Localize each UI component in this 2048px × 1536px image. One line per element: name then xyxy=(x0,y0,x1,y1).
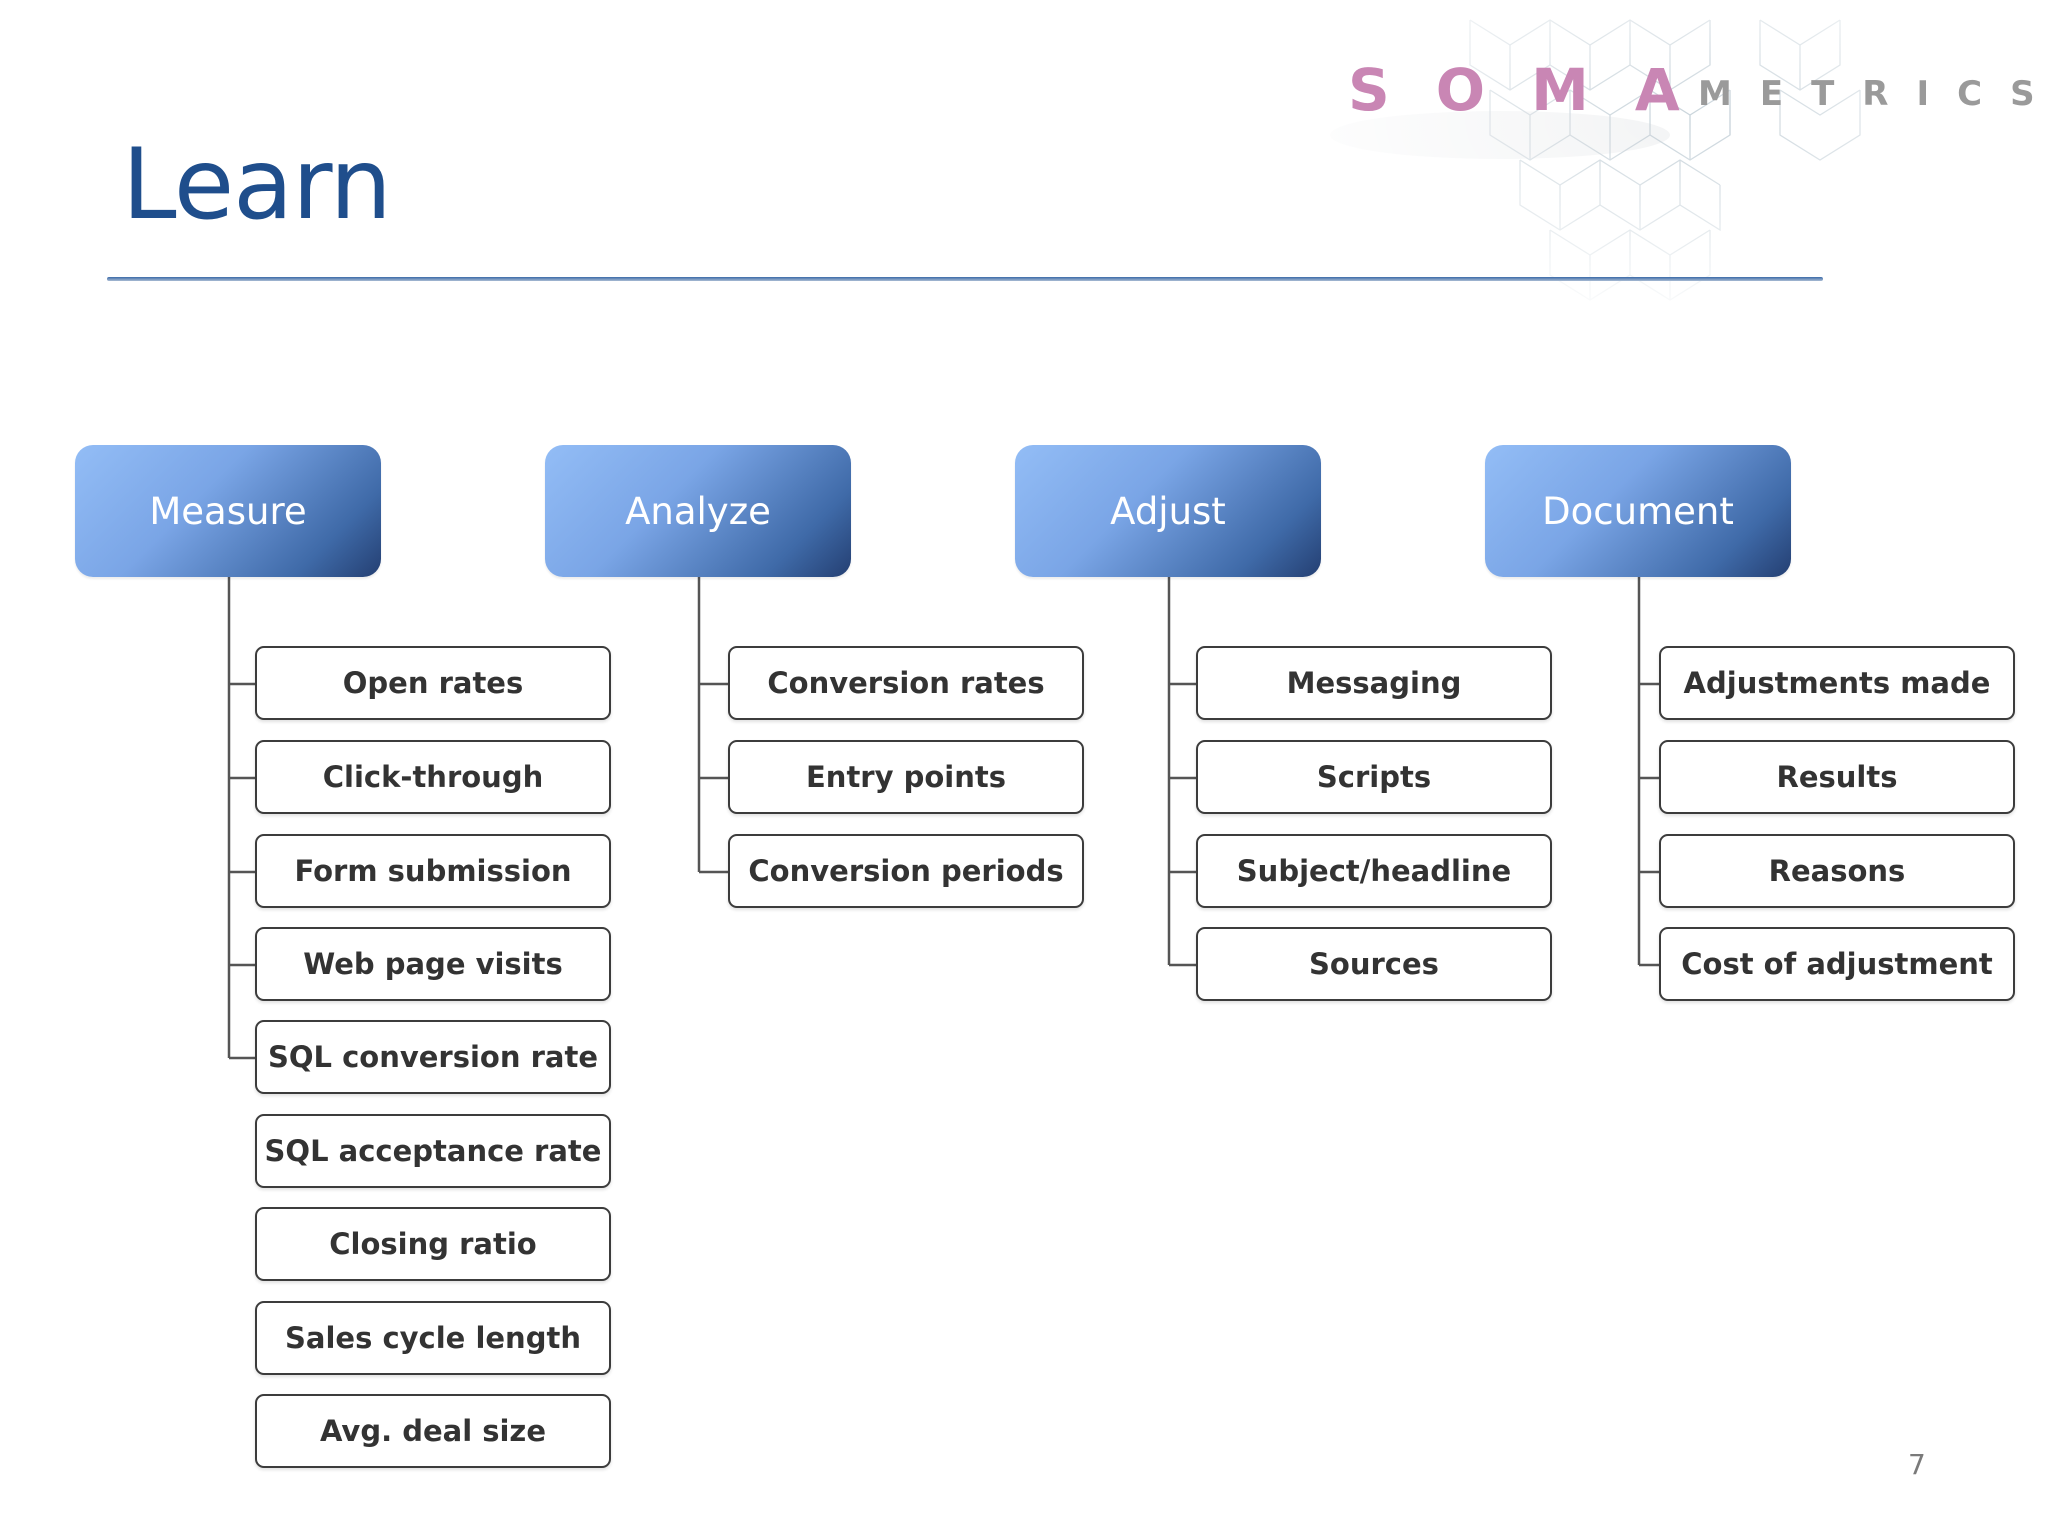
measure-item: Click-through xyxy=(255,740,611,814)
measure-item: Sales cycle length xyxy=(255,1301,611,1375)
measure-item: Form submission xyxy=(255,834,611,908)
document-item: Cost of adjustment xyxy=(1659,927,2015,1001)
analyze-item: Conversion rates xyxy=(728,646,1084,720)
category-header-measure: Measure xyxy=(75,445,381,577)
measure-item: Avg. deal size xyxy=(255,1394,611,1468)
analyze-item: Entry points xyxy=(728,740,1084,814)
connector-document xyxy=(1637,577,1660,967)
measure-item: SQL acceptance rate xyxy=(255,1114,611,1188)
measure-item: Closing ratio xyxy=(255,1207,611,1281)
measure-item: Open rates xyxy=(255,646,611,720)
document-item: Adjustments made xyxy=(1659,646,2015,720)
document-item: Reasons xyxy=(1659,834,2015,908)
logo-letter: S xyxy=(2010,74,2035,114)
adjust-item: Sources xyxy=(1196,927,1552,1001)
logo-letter: I xyxy=(1916,74,1930,114)
measure-item: SQL conversion rate xyxy=(255,1020,611,1094)
title-divider xyxy=(107,277,1823,281)
logo-letter: S xyxy=(1348,56,1390,124)
adjust-item: Messaging xyxy=(1196,646,1552,720)
category-label: Analyze xyxy=(625,489,771,533)
logo-letter: M xyxy=(1531,56,1589,124)
connector-analyze xyxy=(697,577,729,874)
page-title: Learn xyxy=(122,128,392,242)
category-label: Measure xyxy=(149,489,307,533)
category-label: Adjust xyxy=(1110,489,1226,533)
logo-letter: E xyxy=(1759,74,1784,114)
adjust-item: Subject/headline xyxy=(1196,834,1552,908)
connector-adjust xyxy=(1167,577,1197,967)
logo-letter: R xyxy=(1862,74,1889,114)
document-item: Results xyxy=(1659,740,2015,814)
category-label: Document xyxy=(1542,489,1734,533)
logo-letter: T xyxy=(1811,74,1835,114)
logo-pattern-graphic xyxy=(1320,0,2048,345)
category-header-adjust: Adjust xyxy=(1015,445,1321,577)
adjust-item: Scripts xyxy=(1196,740,1552,814)
analyze-item: Conversion periods xyxy=(728,834,1084,908)
logo-letter: M xyxy=(1698,74,1732,114)
measure-item: Web page visits xyxy=(255,927,611,1001)
page-number: 7 xyxy=(1908,1448,1926,1481)
logo-letter: A xyxy=(1634,56,1680,124)
connector-measure xyxy=(227,577,256,1060)
category-header-analyze: Analyze xyxy=(545,445,851,577)
logo-letter: C xyxy=(1957,74,1983,114)
logo-letter: O xyxy=(1435,56,1486,124)
category-header-document: Document xyxy=(1485,445,1791,577)
